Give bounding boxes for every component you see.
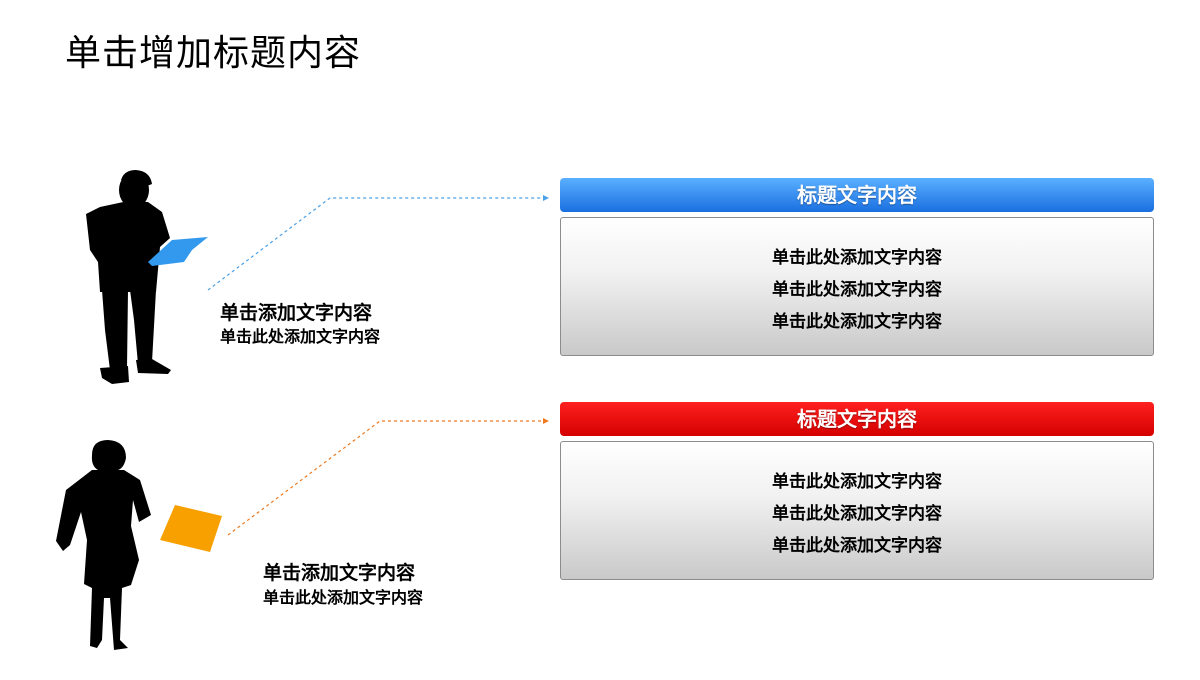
content-box-1[interactable]: 单击此处添加文字内容 单击此处添加文字内容 单击此处添加文字内容 [560,217,1154,356]
caption-main-1[interactable]: 单击添加文字内容 [220,302,373,324]
content-line: 单击此处添加文字内容 [772,280,942,300]
tablet-icon [148,237,208,266]
content-line: 单击此处添加文字内容 [772,248,942,268]
content-box-2[interactable]: 单击此处添加文字内容 单击此处添加文字内容 单击此处添加文字内容 [560,441,1154,580]
content-line: 单击此处添加文字内容 [772,312,942,332]
connector-line-blue [207,197,544,291]
paper-icon [160,505,222,552]
connector-line-orange [227,420,544,536]
content-line: 单击此处添加文字内容 [772,472,942,492]
caption-sub-2[interactable]: 单击此处添加文字内容 [263,588,424,607]
content-line: 单击此处添加文字内容 [772,504,942,524]
caption-sub-1[interactable]: 单击此处添加文字内容 [220,327,381,346]
arrowhead-orange-icon [543,418,549,424]
content-line: 单击此处添加文字内容 [772,536,942,556]
man-silhouette [86,170,171,384]
header-bar-1[interactable]: 标题文字内容 [560,178,1154,212]
woman-silhouette [56,440,151,650]
header-bar-2[interactable]: 标题文字内容 [560,402,1154,436]
arrowhead-blue-icon [543,195,549,201]
caption-main-2[interactable]: 单击添加文字内容 [263,562,416,584]
slide-title[interactable]: 单击增加标题内容 [65,33,362,74]
